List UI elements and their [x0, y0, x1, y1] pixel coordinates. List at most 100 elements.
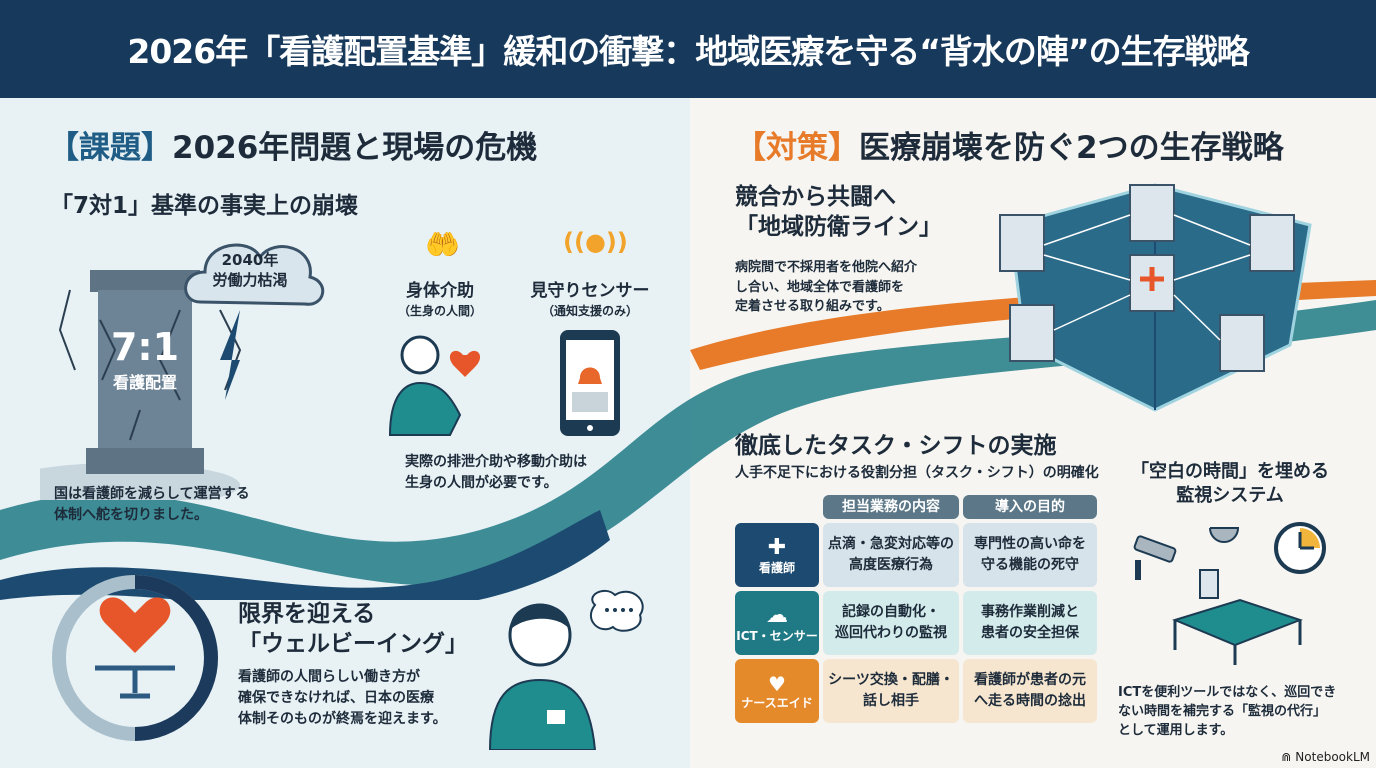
body-line: 看護師の人間らしい働き方が [238, 669, 420, 685]
row-header-aide: ♥ナースエイド [735, 659, 819, 723]
heart-pulse-icon [449, 350, 481, 377]
monitor-title-line1: 「空白の時間」を埋める [1131, 461, 1329, 482]
sensor-title: 見守りセンサー [530, 281, 650, 301]
measures-section-title: 【対策】医療崩壊を防ぐ2つの生存戦略 [735, 122, 1284, 167]
page-header: 2026年「看護配置基準」緩和の衝撃：地域医療を守る“背水の陣”の生存戦略 [0, 0, 1376, 98]
wellbeing-body: 看護師の人間らしい働き方が確保できなければ、日本の医療体制そのものが終焉を迎えま… [238, 667, 447, 730]
cell-line: 看護師が患者の元 [974, 672, 1086, 688]
pillar-caption: 国は看護師を減らして運営する体制へ舵を切りました。 [54, 484, 250, 526]
body-line: ない時間を補完する「監視の代行」 [1118, 703, 1327, 719]
wellbeing-title-line1: 限界を迎える [238, 601, 376, 627]
table-cell: 専門性の高い命を守る機能の死守 [963, 523, 1097, 587]
body-line: 病院間で不採用者を他院へ紹介 [735, 260, 918, 275]
notebooklm-logo-icon: ⋒ [1281, 750, 1296, 764]
body-line: ICTを便利ツールではなく、巡回でき [1118, 685, 1337, 700]
taskshift-title: 徹底したタスク・シフトの実施 [735, 433, 1057, 459]
column-header: 導入の目的 [963, 495, 1097, 519]
signal-icon: ((●)) [563, 228, 628, 256]
cloud-label: 労働力枯渇 [212, 271, 288, 290]
taskshift-table: 担当業務の内容 導入の目的 ✚看護師 点滴・急変対応等の高度医療行為 専門性の高… [735, 495, 1097, 723]
body-line: し合い、地域全体で看護師を [735, 279, 905, 295]
notebooklm-watermark: ⋒ NotebookLM [1281, 750, 1370, 764]
care-title: 身体介助 [406, 281, 474, 301]
coop-title-line1: 競合から共闘へ [735, 184, 896, 210]
body-line: 確保できなければ、日本の医療 [238, 690, 434, 706]
sensor-label: 見守りセンサー （通知支援のみ） [520, 280, 660, 319]
wellbeing-title-line2: 「ウェルビーイング」 [238, 630, 468, 657]
cloud-shape [184, 243, 325, 306]
care-label: 身体介助 （生身の人間） [390, 280, 490, 319]
caption-line: 国は看護師を減らして運営する [54, 486, 250, 502]
care-sub: （生身の人間） [397, 303, 482, 318]
table-cell: 看護師が患者の元へ走る時間の捻出 [963, 659, 1097, 723]
section-bracket: 【課題】 [48, 130, 172, 166]
body-line: 定着させる取り組みです。 [735, 299, 890, 314]
row-role: ナースエイド [741, 695, 813, 710]
column-header: 担当業務の内容 [823, 495, 959, 519]
care-hand-icon: 🤲 [425, 228, 460, 261]
coop-body: 病院間で不採用者を他院へ紹介し合い、地域全体で看護師を定着させる取り組みです。 [735, 258, 917, 317]
row-role: ICT・センサー [736, 629, 818, 643]
cell-line: 点滴・急変対応等の [828, 536, 954, 552]
taskshift-subtitle: 人手不足下における役割分担（タスク・シフト）の明確化 [735, 465, 1099, 481]
cell-line: 高度医療行為 [849, 557, 933, 573]
caption-line: 生身の人間が必要です。 [405, 475, 558, 491]
coop-title-line2: 「地域防衛ライン」 [735, 213, 942, 240]
row-header-nurse: ✚看護師 [735, 523, 819, 587]
body-line: 体制そのものが終焉を迎えます。 [238, 711, 447, 727]
cloud-text: 2040年労働力枯渇 [195, 250, 305, 291]
stressed-nurse-illustration [488, 589, 644, 750]
row-header-ict: ☁ICT・センサー [735, 591, 819, 655]
cell-line: へ走る時間の捻出 [974, 693, 1086, 709]
cloud-year: 2040年 [221, 251, 279, 269]
pillar-ratio: 7:1 [110, 325, 180, 369]
section-bracket: 【対策】 [735, 130, 859, 166]
monitor-title-line2: 監視システム [1176, 485, 1284, 507]
table-cell: 事務作業削減と患者の安全担保 [963, 591, 1097, 655]
table-cell: 記録の自動化・巡回代わりの監視 [823, 591, 959, 655]
cell-line: 専門性の高い命を [974, 536, 1086, 552]
pillar-label: 看護配置 [112, 373, 177, 392]
page-title: 2026年「看護配置基準」緩和の衝撃：地域医療を守る“背水の陣”の生存戦略 [127, 32, 1249, 71]
right-panel-measures [690, 98, 1376, 768]
lightning-icon [220, 310, 240, 400]
cracked-pillar-illustration [40, 270, 242, 500]
cell-line: 患者の安全担保 [981, 625, 1079, 641]
caption-line: 実際の排泄介助や移動介助は [405, 454, 587, 470]
medical-kit-icon: ✚ [767, 534, 787, 560]
cell-line: 話し相手 [862, 693, 919, 709]
cell-line: 記録の自動化・ [842, 604, 940, 620]
body-line: として運用します。 [1118, 722, 1234, 738]
caption-line: 体制へ舵を切りました。 [54, 507, 208, 523]
security-camera-icon [1133, 535, 1177, 580]
wellbeing-title: 限界を迎える「ウェルビーイング」 [238, 600, 468, 660]
section-title-text: 2026年問題と現場の危機 [172, 130, 538, 166]
clock-icon [1274, 522, 1326, 574]
cell-line: 事務作業削減と [981, 604, 1079, 620]
row-role: 看護師 [758, 561, 795, 575]
cloud-database-icon: ☁ [766, 602, 788, 628]
heart-hand-icon: ♥ [768, 671, 786, 696]
cell-line: 巡回代わりの監視 [835, 625, 947, 641]
wellbeing-ring [52, 575, 218, 741]
issues-section-title: 【課題】2026年問題と現場の危機 [48, 122, 537, 167]
hospital-network-shield [999, 183, 1312, 412]
cell-line: 守る機能の死守 [981, 557, 1079, 573]
scale-icon [95, 665, 175, 699]
nurse-caregiver-illustration [388, 335, 481, 436]
brand-text: NotebookLM [1295, 750, 1370, 764]
dome-camera-icon [1209, 527, 1240, 543]
hospital-bed-icon [1172, 569, 1303, 665]
monitoring-illustration [1133, 522, 1326, 665]
section-title-text: 医療崩壊を防ぐ2つの生存戦略 [859, 130, 1284, 166]
care-caption: 実際の排泄介助や移動介助は生身の人間が必要です。 [405, 452, 587, 494]
sensor-sub: （通知支援のみ） [541, 303, 638, 318]
monitor-body: ICTを便利ツールではなく、巡回できない時間を補完する「監視の代行」として運用し… [1118, 684, 1336, 741]
pillar-text: 7:1 看護配置 [100, 325, 190, 393]
coop-title: 競合から共闘へ「地域防衛ライン」 [735, 183, 942, 243]
broken-heart-icon [99, 597, 171, 653]
table-cell: シーツ交換・配膳・話し相手 [823, 659, 959, 723]
table-cell: 点滴・急変対応等の高度医療行為 [823, 523, 959, 587]
smartphone-alert-icon [560, 330, 620, 436]
red-cross-icon [1140, 267, 1164, 291]
